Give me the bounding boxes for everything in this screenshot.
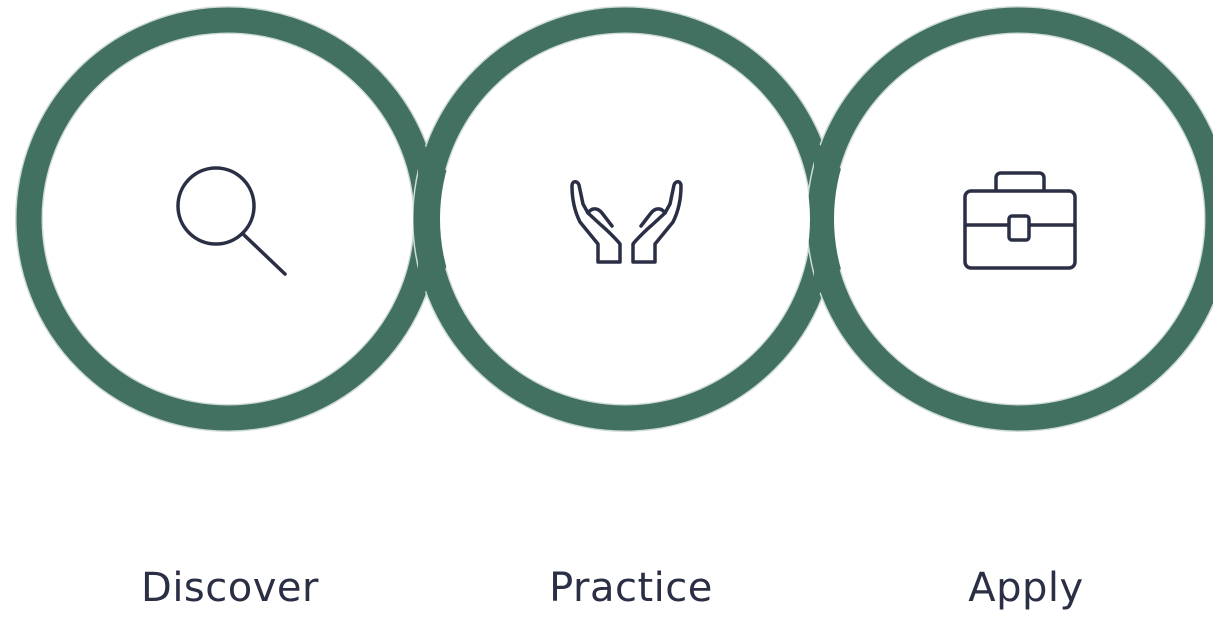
step-label-discover: Discover	[141, 565, 319, 611]
step-label-apply: Apply	[968, 565, 1084, 611]
briefcase-icon	[963, 171, 1077, 270]
ring-interiors	[43, 34, 1204, 404]
step-label-practice: Practice	[549, 565, 713, 611]
magnifying-glass-icon	[176, 166, 287, 276]
open-hands-icon	[570, 180, 683, 264]
